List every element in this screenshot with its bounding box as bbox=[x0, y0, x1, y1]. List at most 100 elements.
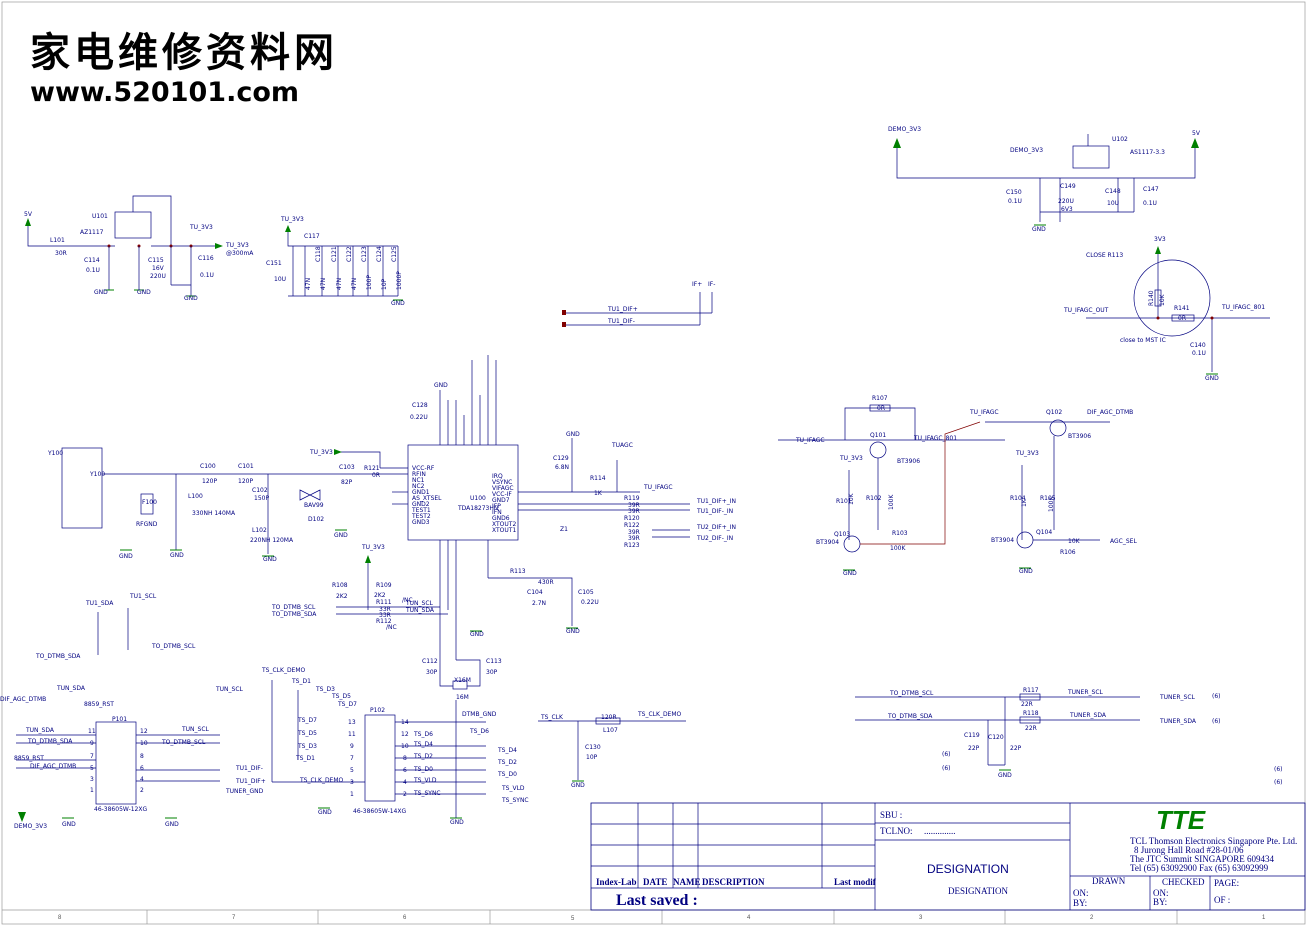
svg-text:GND: GND bbox=[566, 431, 580, 438]
svg-text:BT3906: BT3906 bbox=[1068, 433, 1091, 440]
svg-text:TS_SYNC: TS_SYNC bbox=[501, 797, 529, 804]
svg-text:2: 2 bbox=[140, 787, 144, 794]
svg-text:12: 12 bbox=[401, 731, 409, 738]
svg-text:C149: C149 bbox=[1060, 183, 1076, 190]
svg-text:VIFAGC: VIFAGC bbox=[492, 485, 514, 492]
svg-text:R107: R107 bbox=[872, 395, 888, 402]
col-7: 7 bbox=[232, 915, 236, 921]
tb-last-saved: Last saved : bbox=[616, 892, 698, 909]
i2c-output: TO_DTMB_SCL TO_DTMB_SDA R117 22R R118 22… bbox=[855, 687, 1283, 786]
svg-text:BT3906: BT3906 bbox=[897, 458, 920, 465]
svg-text:13: 13 bbox=[348, 719, 356, 726]
svg-text:39R: 39R bbox=[628, 529, 640, 536]
svg-text:16V: 16V bbox=[152, 265, 165, 272]
svg-text:C100: C100 bbox=[200, 463, 216, 470]
tb-tclno: TCLNO: bbox=[880, 826, 913, 836]
svg-text:TU_IFAGC: TU_IFAGC bbox=[795, 437, 825, 444]
svg-text:GND: GND bbox=[470, 631, 484, 638]
svg-text:47N: 47N bbox=[351, 278, 358, 290]
svg-text:22R: 22R bbox=[1021, 701, 1033, 708]
p101-connector: TU1_SDA TU1_SCL TO_DTMB_SDA TO_DTMB_SCL … bbox=[0, 593, 266, 830]
svg-text:GND: GND bbox=[1032, 226, 1046, 233]
svg-text:R122: R122 bbox=[624, 522, 640, 529]
svg-text:22R: 22R bbox=[1025, 725, 1037, 732]
svg-text:0R: 0R bbox=[372, 472, 380, 479]
svg-text:6.8N: 6.8N bbox=[555, 464, 569, 471]
svg-text:TUN_SCL: TUN_SCL bbox=[215, 686, 244, 693]
svg-text:TEST2: TEST2 bbox=[411, 513, 431, 520]
svg-text:VSYNC: VSYNC bbox=[492, 479, 512, 486]
svg-text:GND: GND bbox=[450, 819, 464, 826]
svg-text:220U: 220U bbox=[150, 273, 166, 280]
svg-text:U102: U102 bbox=[1112, 136, 1128, 143]
svg-text:TS_VLD: TS_VLD bbox=[413, 777, 437, 784]
svg-text:47N: 47N bbox=[305, 278, 312, 290]
svg-text:33R: 33R bbox=[379, 612, 391, 619]
col-3: 3 bbox=[919, 915, 923, 921]
svg-text:(6): (6) bbox=[942, 751, 951, 758]
svg-text:GND: GND bbox=[119, 553, 133, 560]
svg-text:GND3: GND3 bbox=[412, 519, 430, 526]
svg-text:R101: R101 bbox=[836, 498, 852, 505]
svg-text:Y100: Y100 bbox=[89, 471, 105, 478]
svg-text:TS_SYNC: TS_SYNC bbox=[413, 790, 441, 797]
svg-text:C102: C102 bbox=[252, 487, 268, 494]
svg-text:6V3: 6V3 bbox=[1061, 206, 1073, 213]
svg-text:GND: GND bbox=[843, 570, 857, 577]
svg-text:C124: C124 bbox=[376, 246, 383, 262]
svg-text:TU_3V3: TU_3V3 bbox=[189, 224, 213, 231]
decoupling-bank: TU_3V3 C117 C151 10U C118 C121 C122 C123… bbox=[266, 216, 405, 307]
watermark-chinese: 家电维修资料网 bbox=[30, 29, 338, 76]
svg-text:TUN_SCL: TUN_SCL bbox=[181, 726, 210, 733]
svg-text:TO_DTMB_SCL: TO_DTMB_SCL bbox=[151, 643, 196, 650]
svg-text:R117: R117 bbox=[1023, 687, 1039, 694]
svg-text:GND: GND bbox=[184, 295, 198, 302]
svg-text:6: 6 bbox=[403, 767, 407, 774]
svg-text:OF :: OF : bbox=[1214, 895, 1230, 905]
svg-text:1000P: 1000P bbox=[396, 271, 403, 290]
svg-text:TO_DTMB_SDA: TO_DTMB_SDA bbox=[27, 738, 73, 745]
svg-text:GND: GND bbox=[334, 532, 348, 539]
svg-text:R120: R120 bbox=[624, 515, 640, 522]
svg-text:C122: C122 bbox=[346, 246, 353, 262]
svg-text:TUN_SDA: TUN_SDA bbox=[56, 685, 86, 692]
svg-text:11: 11 bbox=[88, 728, 96, 735]
svg-text:330NH 140MA: 330NH 140MA bbox=[192, 510, 236, 517]
svg-text:11: 11 bbox=[348, 731, 356, 738]
svg-text:U100: U100 bbox=[470, 495, 486, 502]
svg-text:22P: 22P bbox=[968, 745, 980, 752]
svg-text:TU_3V3: TU_3V3 bbox=[280, 216, 304, 223]
svg-text:9: 9 bbox=[350, 743, 354, 750]
svg-text:The JTC Summit SINGAPORE 60943: The JTC Summit SINGAPORE 609434 bbox=[1130, 854, 1275, 864]
col-1: 1 bbox=[1262, 915, 1266, 921]
svg-text:L102: L102 bbox=[252, 527, 267, 534]
svg-text:R140: R140 bbox=[1148, 290, 1155, 306]
svg-text:TUN_SCL: TUN_SCL bbox=[405, 600, 434, 607]
svg-text:Q102: Q102 bbox=[1046, 409, 1062, 416]
svg-text:TU_3V3: TU_3V3 bbox=[309, 449, 333, 456]
svg-text:TU1_SDA: TU1_SDA bbox=[85, 600, 114, 607]
svg-text:Last modif: Last modif bbox=[834, 877, 877, 887]
svg-text:TS_CLK_DEMO: TS_CLK_DEMO bbox=[637, 711, 682, 718]
net-tu2-difp-in: TU2_DIF+_IN bbox=[696, 524, 736, 531]
svg-text:47N: 47N bbox=[320, 278, 327, 290]
svg-text:DATE: DATE bbox=[643, 877, 667, 887]
svg-text:U101: U101 bbox=[92, 213, 108, 220]
svg-text:D102: D102 bbox=[308, 516, 324, 523]
svg-text:TUN_SDA: TUN_SDA bbox=[405, 607, 435, 614]
svg-text:(6): (6) bbox=[1212, 718, 1221, 725]
svg-text:DESCRIPTION: DESCRIPTION bbox=[702, 877, 765, 887]
svg-text:120P: 120P bbox=[238, 478, 253, 485]
svg-text:DRAWN: DRAWN bbox=[1092, 876, 1126, 886]
svg-text:TS_D1: TS_D1 bbox=[295, 755, 315, 762]
svg-text:0.1U: 0.1U bbox=[1143, 200, 1157, 207]
svg-text:TS_CLK_DEMO: TS_CLK_DEMO bbox=[299, 777, 344, 784]
svg-text:GND: GND bbox=[318, 809, 332, 816]
svg-text:BT3904: BT3904 bbox=[816, 539, 839, 546]
svg-text:TUNER_GND: TUNER_GND bbox=[225, 788, 264, 795]
svg-text:C121: C121 bbox=[331, 246, 338, 262]
svg-text:0.22U: 0.22U bbox=[410, 414, 428, 421]
svg-text:(6): (6) bbox=[1274, 766, 1283, 773]
svg-text:3: 3 bbox=[350, 779, 354, 786]
svg-text:TUAGC: TUAGC bbox=[611, 442, 633, 449]
